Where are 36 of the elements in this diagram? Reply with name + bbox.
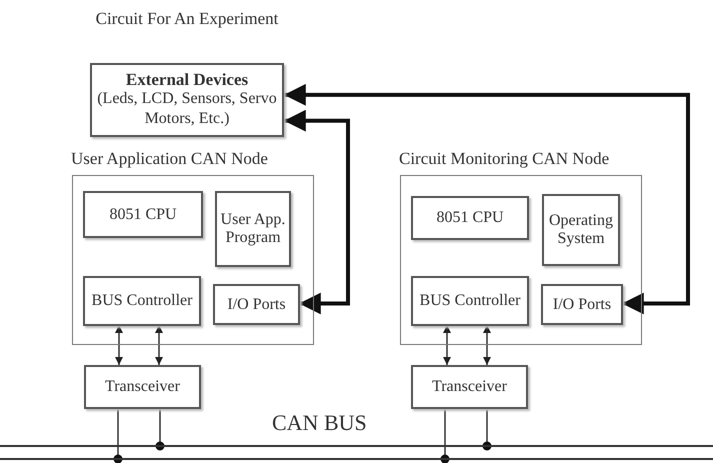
- device-title: External Devices: [126, 70, 248, 90]
- arrow: [443, 325, 451, 365]
- device-list: (Leds, LCD, Sensors, Servo Motors, Etc.): [92, 89, 282, 130]
- arrow: [115, 325, 123, 365]
- component-box: [542, 194, 620, 266]
- bus-connection-line: [482, 409, 492, 450]
- component-label: I/O Ports: [552, 296, 612, 314]
- component-label: Transceiver: [432, 378, 507, 396]
- arrow: [483, 325, 491, 365]
- component-label: BUS Controller: [420, 292, 520, 310]
- component-box: [411, 196, 529, 240]
- node-heading: User Application CAN Node: [71, 150, 268, 169]
- device-caption: Circuit For An Experiment: [94, 8, 280, 30]
- component-box: [215, 191, 291, 267]
- arrow: [155, 325, 163, 365]
- component-box: [83, 276, 201, 326]
- component-label: 8051 CPU: [436, 209, 504, 227]
- component-box: [213, 284, 300, 325]
- node-heading: Circuit Monitoring CAN Node: [399, 150, 610, 169]
- bus-connection-line: [114, 409, 122, 463]
- component-label: BUS Controller: [92, 292, 192, 310]
- component-label: I/O Ports: [227, 296, 286, 314]
- component-label: 8051 CPU: [109, 206, 177, 224]
- arrow: [284, 84, 690, 314]
- component-box: [411, 365, 528, 409]
- bus-connection-line: [156, 409, 164, 450]
- component-label: User App. Program: [220, 211, 286, 247]
- arrow: [284, 110, 350, 314]
- bus-label: CAN BUS: [272, 411, 367, 436]
- component-box: [84, 365, 201, 409]
- component-box: [541, 284, 623, 325]
- component-label: Operating System: [548, 212, 614, 248]
- component-label: Transceiver: [105, 378, 180, 396]
- component-box: [411, 276, 529, 326]
- bus-connection-line: [440, 409, 450, 463]
- component-box: [83, 191, 203, 238]
